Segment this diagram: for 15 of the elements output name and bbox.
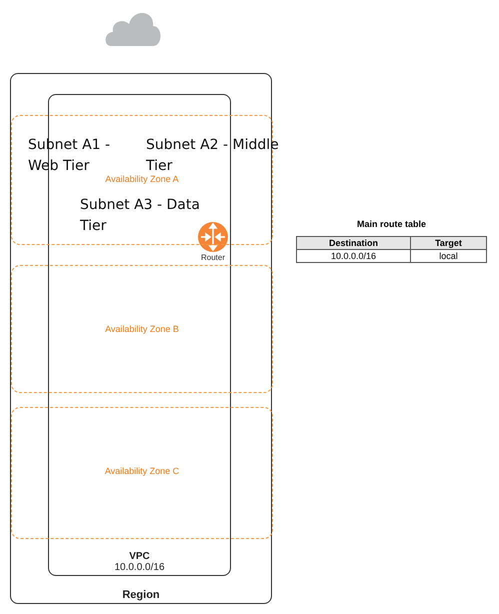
column-header: Destination: [296, 236, 410, 250]
zone-label: Availability Zone A: [104, 174, 180, 184]
zone-boundary: [11, 407, 273, 539]
table-title: Main route table: [356, 219, 427, 229]
table-value: local: [410, 250, 486, 262]
subnet-label: Subnet A3 - Data Tier: [80, 196, 201, 236]
zone-label: Availability Zone C: [104, 466, 180, 476]
region-title: Region: [122, 589, 160, 601]
column-header: Target: [410, 236, 486, 250]
table-value: 10.0.0.0/16: [296, 250, 410, 262]
zone-label: Availability Zone B: [104, 324, 180, 334]
zone-boundary: [11, 265, 273, 393]
router-label: Router: [200, 253, 226, 262]
vpc-title: VPC: [129, 551, 150, 562]
vpc-cidr: 10.0.0.0/16: [114, 562, 165, 573]
